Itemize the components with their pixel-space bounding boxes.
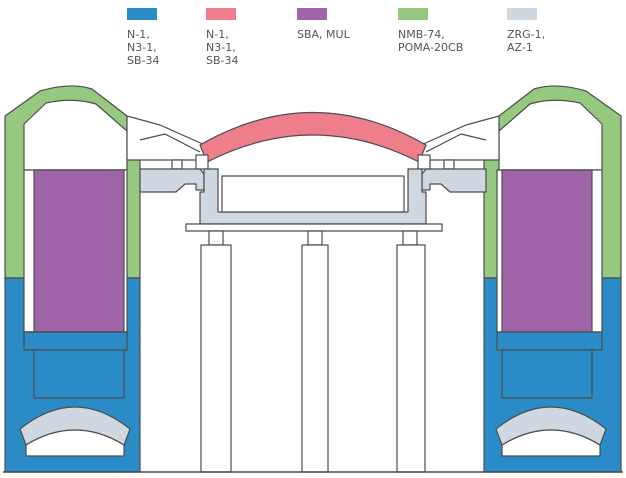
right-lower-box-inner (501, 349, 593, 399)
left-checker-pack (33, 169, 125, 333)
right-port-inner (425, 133, 487, 153)
column-center (301, 244, 329, 473)
column-center-cap (307, 230, 323, 246)
legend-label-green: NMB-74, POMA-20CB (398, 28, 464, 54)
legend-item-blue: N-1, N3-1, SB-34 (127, 8, 160, 67)
left-port-neck (126, 115, 206, 161)
column-right (396, 244, 426, 473)
melter (126, 111, 500, 473)
left-rider-arch-inner (25, 429, 125, 457)
legend-swatch-blue (127, 8, 157, 20)
legend-label-blue: N-1, N3-1, SB-34 (127, 28, 160, 67)
left-lower-box-inner (33, 349, 125, 399)
left-gray-port (139, 168, 205, 193)
right-skewback-small (443, 159, 455, 170)
right-skewback (417, 154, 431, 170)
left-lower-box (23, 331, 128, 351)
right-lower-box (496, 331, 603, 351)
legend-swatch-pink (206, 8, 236, 20)
melter-crown-arch (199, 111, 427, 163)
column-left-cap (208, 230, 224, 246)
legend-swatch-gray (507, 8, 537, 20)
right-port-neck (420, 115, 500, 161)
legend-label-pink: N-1, N3-1, SB-34 (206, 28, 239, 67)
left-skewback (195, 154, 209, 170)
legend-item-pink: N-1, N3-1, SB-34 (206, 8, 239, 67)
legend-item-gray: ZRG-1, AZ-1 (507, 8, 545, 54)
legend-swatch-purple (297, 8, 327, 20)
melter-bath-interior (221, 175, 405, 213)
right-regenerator (483, 85, 622, 473)
support-beam (185, 223, 443, 232)
legend-swatch-green (398, 8, 428, 20)
legend-item-green: NMB-74, POMA-20CB (398, 8, 463, 54)
left-skewback-small (171, 159, 183, 170)
legend-item-purple: SBA, MUL (297, 8, 350, 41)
left-regenerator (4, 85, 141, 473)
left-port-inner (139, 133, 201, 153)
legend-label-gray: ZRG-1, AZ-1 (507, 28, 546, 54)
right-checker-pack (501, 169, 593, 333)
melter-tank (199, 168, 427, 225)
column-right-cap (402, 230, 418, 246)
right-rider-arch-inner (501, 429, 601, 457)
right-gray-port (421, 168, 487, 193)
column-left (200, 244, 232, 473)
legend-label-purple: SBA, MUL (297, 28, 350, 41)
